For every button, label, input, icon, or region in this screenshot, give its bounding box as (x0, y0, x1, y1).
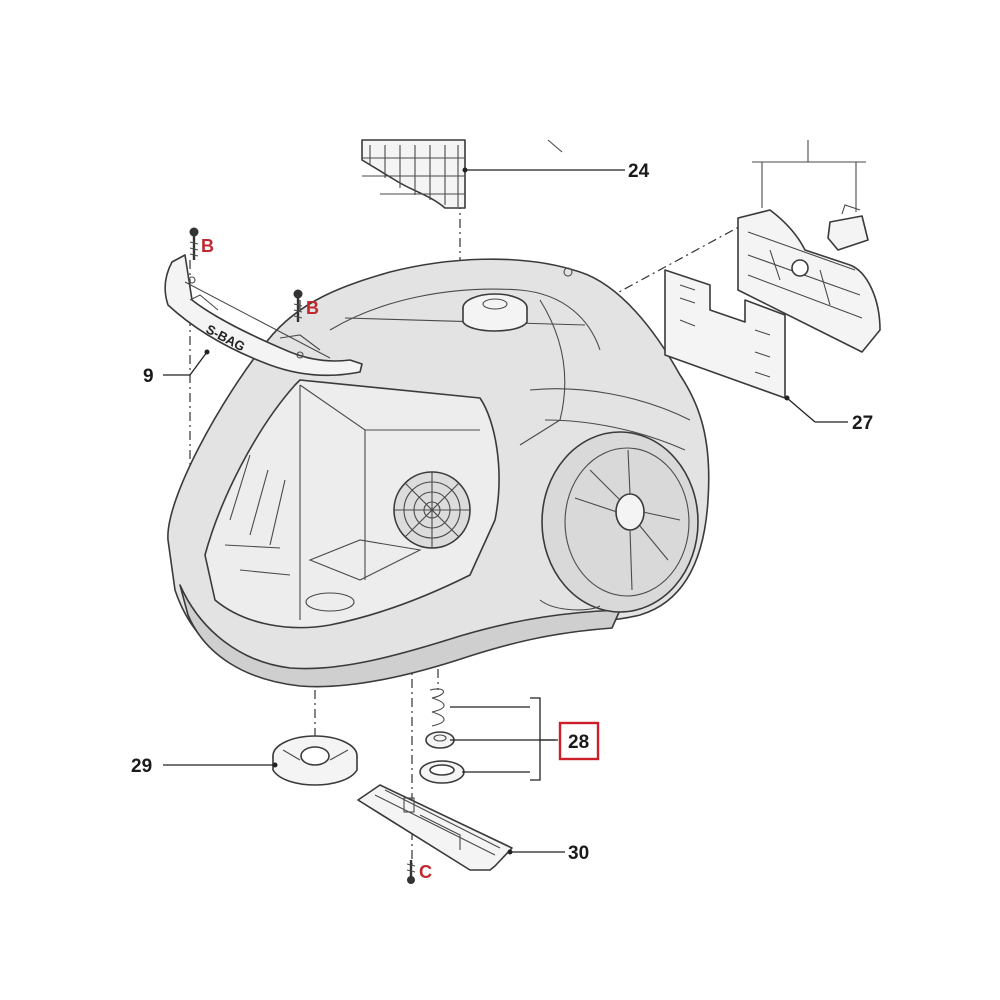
label-part-9: 9 (143, 366, 154, 387)
part-29-castor (272, 735, 358, 786)
label-part-29: 29 (131, 756, 152, 777)
part-28-nut (425, 731, 455, 749)
vacuum-housing (167, 258, 710, 688)
part-27-assembly (664, 140, 881, 399)
part-24-grille (361, 139, 563, 209)
label-part-27: 27 (852, 413, 873, 434)
label-part-24: 24 (628, 161, 650, 182)
label-screw-c: C (419, 862, 432, 882)
label-screw-b-mid: B (306, 298, 319, 318)
leader-lines (163, 167, 848, 855)
part-28-seal (419, 760, 465, 784)
part-30-base-plate (357, 784, 513, 871)
highlight-box-part-28 (558, 721, 600, 761)
label-part-28: 28 (568, 732, 589, 753)
screw-c (406, 860, 416, 884)
label-part-30: 30 (568, 843, 589, 864)
label-screw-b-top: B (201, 236, 214, 256)
screw-b-top (189, 227, 199, 260)
part-28-spring (429, 688, 445, 727)
screw-b-mid (293, 289, 303, 322)
